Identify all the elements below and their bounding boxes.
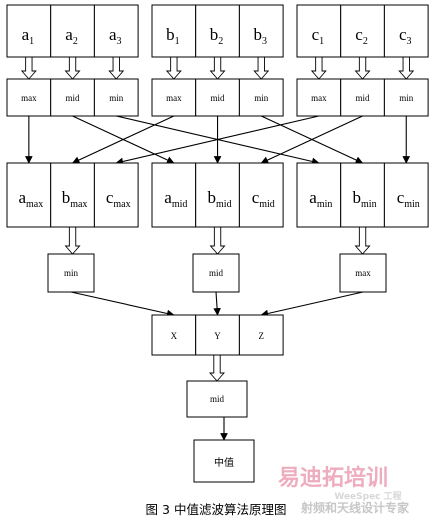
sort-label-mid-2: mid <box>356 93 371 103</box>
input-cell-b2 <box>195 4 240 58</box>
regroup-cell-b-max <box>50 162 95 228</box>
arrow-max-to-z <box>260 291 364 318</box>
input-label-c2: c2 <box>355 25 368 47</box>
sort-cell-mid-0 <box>50 78 95 117</box>
hollow-arrow-input-c2 <box>354 56 371 80</box>
hollow-arrow-input-a2 <box>64 56 81 80</box>
figure-caption: 图 3 中值滤波算法原理图 <box>146 502 287 517</box>
output-label: 中值 <box>214 456 234 469</box>
input-cell-a2 <box>50 4 95 58</box>
input-cell-c3 <box>383 4 429 58</box>
regroup-label-c-mid: cmid <box>252 188 275 210</box>
sort-label-max-2: max <box>311 93 327 103</box>
sort-label-mid-1: mid <box>211 93 226 103</box>
xyz-label-z: Z <box>259 331 265 341</box>
sort-cell-min-0 <box>93 78 139 117</box>
hollow-arrow-stage2-0 <box>64 226 81 255</box>
sort-label-max-0: max <box>21 93 37 103</box>
arrow-min-to-x <box>70 291 175 318</box>
stage2-label-min: min <box>64 268 79 278</box>
regroup-label-c-max: cmax <box>106 188 131 210</box>
hollow-arrow-input-a1 <box>20 56 37 80</box>
regroup-label-a-min: amin <box>309 188 332 210</box>
regroup-label-c-min: cmin <box>397 188 420 210</box>
hollow-arrow-input-c1 <box>310 56 327 80</box>
regroup-label-b-max: bmax <box>62 188 88 210</box>
input-label-c3: c3 <box>399 25 412 47</box>
hollow-arrow-input-b2 <box>209 56 226 80</box>
sort-cell-max-0 <box>6 78 52 117</box>
regroup-label-b-min: bmin <box>353 188 377 210</box>
input-label-b1: b1 <box>166 25 180 47</box>
stage2-box-mid <box>192 253 240 293</box>
stage2-label-mid: mid <box>209 268 224 278</box>
input-cell-b1 <box>151 4 197 58</box>
regroup-cell-c-max <box>93 162 139 228</box>
input-cell-c1 <box>296 4 342 58</box>
xyz-cell-z <box>238 314 284 356</box>
stage2-box-min <box>47 253 95 293</box>
sort-cell-max-2 <box>296 78 342 117</box>
sort-label-mid-0: mid <box>66 93 81 103</box>
stage2-box-max <box>339 253 387 293</box>
arrow-mid-to-y <box>213 291 221 316</box>
output-box <box>193 439 255 483</box>
regroup-cell-b-min <box>340 162 385 228</box>
sort-label-min-1: min <box>254 93 269 103</box>
hollow-arrow-input-b3 <box>253 56 270 80</box>
sort-label-max-1: max <box>166 93 182 103</box>
route-arrow-6-to-2 <box>115 115 319 166</box>
regroup-label-a-max: amax <box>18 188 43 210</box>
regroup-label-a-mid: amid <box>164 188 187 210</box>
input-cell-a3 <box>93 4 139 58</box>
hollow-arrow-input-a3 <box>108 56 125 80</box>
final-sort-box <box>186 380 248 418</box>
sort-label-min-0: min <box>109 93 124 103</box>
sort-cell-min-2 <box>383 78 429 117</box>
sort-cell-mid-1 <box>195 78 240 117</box>
regroup-cell-a-mid <box>151 162 197 228</box>
regroup-cell-a-min <box>296 162 342 228</box>
final-sort-label: mid <box>210 394 225 404</box>
xyz-label-y: Y <box>214 331 221 341</box>
xyz-label-x: X <box>171 331 178 341</box>
route-arrow-3-to-1 <box>71 115 175 164</box>
regroup-cell-a-max <box>6 162 52 228</box>
watermark-sub: 射频和天线设计专家 <box>300 500 410 515</box>
stage2-label-max: max <box>355 268 371 278</box>
regroup-cell-c-min <box>383 162 429 228</box>
input-cell-c2 <box>340 4 385 58</box>
regroup-cell-c-mid <box>238 162 284 228</box>
watermark-faint: WeeSpec 工程 <box>334 490 401 502</box>
hollow-arrow-stage2-1 <box>209 226 226 255</box>
input-label-c1: c1 <box>312 25 325 47</box>
watermark-main: 易迪拓培训 <box>278 465 388 491</box>
input-label-b2: b2 <box>210 25 224 47</box>
input-label-a3: a3 <box>109 25 122 47</box>
hollow-arrow-stage2-2 <box>354 226 371 255</box>
input-label-a1: a1 <box>22 25 35 47</box>
input-label-a2: a2 <box>65 25 78 47</box>
sort-cell-max-1 <box>151 78 197 117</box>
hollow-arrow-input-b1 <box>165 56 182 80</box>
hollow-arrow-input-c3 <box>398 56 415 80</box>
sort-cell-mid-2 <box>340 78 385 117</box>
input-cell-b3 <box>238 4 284 58</box>
input-label-b3: b3 <box>254 25 268 47</box>
hollow-arrow-final <box>209 354 225 382</box>
sort-label-min-2: min <box>399 93 414 103</box>
regroup-cell-b-mid <box>195 162 240 228</box>
sort-cell-min-1 <box>238 78 284 117</box>
route-arrow-7-to-5 <box>260 115 363 164</box>
regroup-label-b-mid: bmid <box>208 188 232 210</box>
